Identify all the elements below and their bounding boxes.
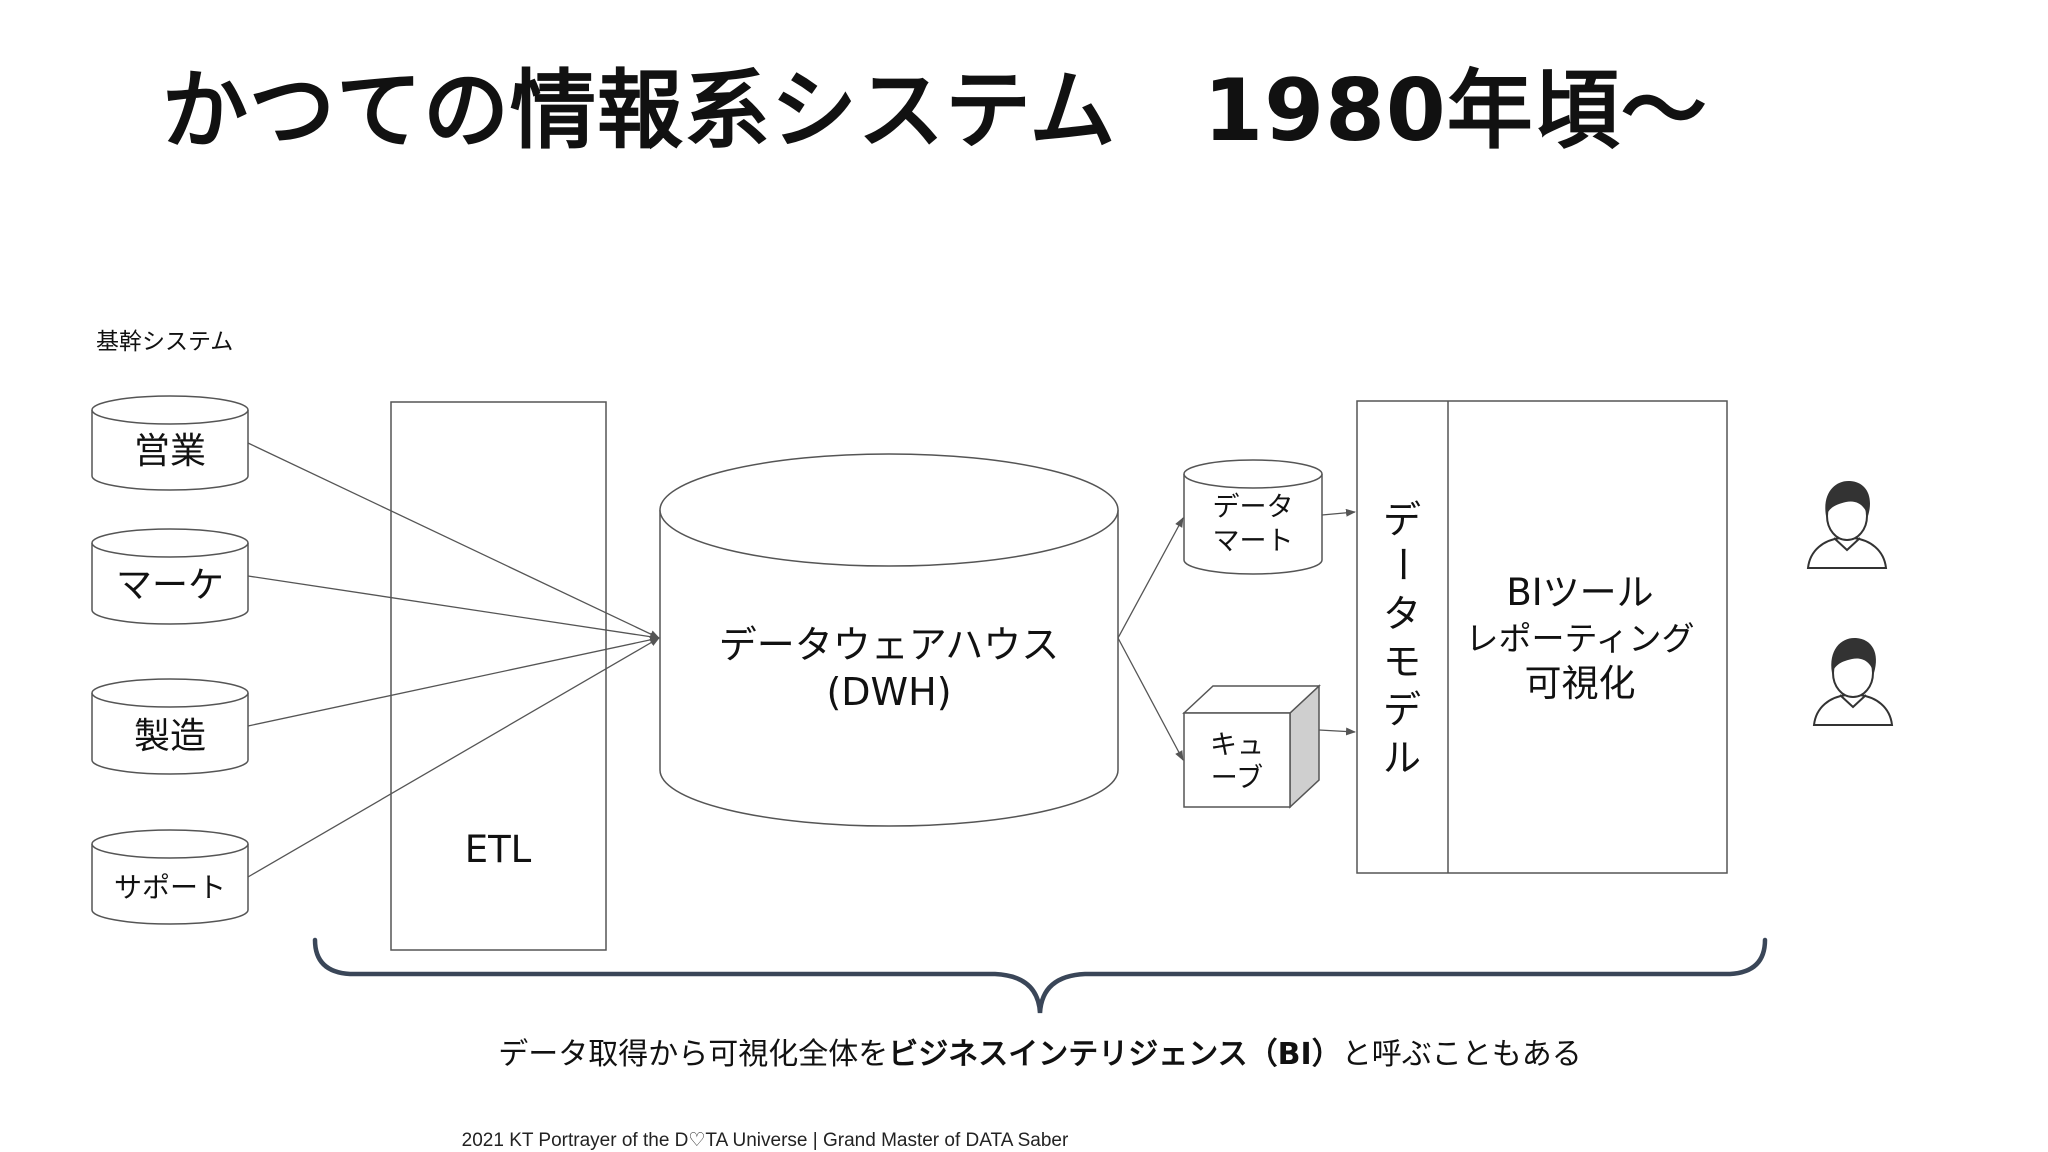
- core-system-label: 営業: [134, 431, 206, 472]
- core-systems-heading: 基幹システム: [96, 329, 233, 355]
- core-system-label: サポート: [114, 871, 226, 904]
- etl-label: ETL: [465, 828, 532, 871]
- etl-box: [390, 401, 607, 951]
- user-icon: [1806, 480, 1888, 569]
- dwh-label-line1: データウェアハウス: [719, 623, 1059, 667]
- arrow-dwh-to-datamart: [1117, 517, 1184, 639]
- core-system-label: 製造: [134, 716, 206, 757]
- datamodel-char: デ: [1383, 688, 1421, 732]
- bi-tool-line3: 可視化: [1525, 662, 1636, 705]
- arrow-dwh-to-cube: [1117, 637, 1184, 761]
- user-icon: [1812, 637, 1894, 726]
- arrow-cube-to-datamodel: [1318, 727, 1356, 736]
- bi-outer-box: [1356, 400, 1728, 874]
- datamart-cylinder: データ マート: [1183, 459, 1323, 575]
- bi-tool-line2: レポーティング: [1465, 619, 1694, 658]
- dwh-cylinder: データウェアハウス (DWH): [659, 453, 1119, 827]
- arrow-datamart-to-datamodel: [1321, 508, 1356, 517]
- arrow-sales-to-dwh: [247, 442, 660, 639]
- cube-shape: キュ ーブ: [1182, 684, 1321, 809]
- datamart-label-line2: マート: [1213, 526, 1294, 557]
- arrow-marketing-to-dwh: [247, 575, 660, 641]
- bi-caption-suffix: と呼ぶこともある: [1342, 1037, 1582, 1072]
- datamodel-char: デ: [1383, 498, 1421, 542]
- page-title: かつての情報系システム 1980年頃～: [162, 61, 1708, 161]
- datamodel-char: モ: [1383, 640, 1421, 684]
- dwh-label-line2: (DWH): [826, 670, 951, 714]
- footer-credit: 2021 KT Portrayer of the D♡TA Universe |…: [461, 1130, 1069, 1151]
- core-system-manufacturing: 製造: [91, 678, 249, 775]
- arrow-manufacturing-to-dwh: [247, 635, 660, 727]
- scope-bracket: [312, 937, 1768, 1014]
- core-system-label: マーケ: [116, 565, 224, 606]
- cube-label-line2: ーブ: [1211, 763, 1263, 794]
- core-system-marketing: マーケ: [91, 528, 249, 625]
- cube-label-line1: キュ: [1210, 730, 1264, 761]
- arrow-support-to-dwh: [247, 637, 660, 878]
- cube-front: [1183, 712, 1291, 808]
- datamodel-label: デ ー タ モ デ ル: [1380, 498, 1424, 780]
- core-system-sales: 営業: [91, 395, 249, 491]
- core-system-support: サポート: [91, 829, 249, 925]
- datamodel-char: ル: [1383, 736, 1421, 780]
- bi-tool-line1: BIツール: [1506, 571, 1653, 614]
- bi-caption: データ取得から可視化全体をビジネスインテリジェンス（BI）と呼ぶこともある: [498, 1037, 1581, 1072]
- datamart-label-line1: データ: [1213, 492, 1294, 523]
- ingest-arrows: [247, 442, 660, 878]
- datamodel-char: ー: [1380, 545, 1424, 583]
- bi-caption-prefix: データ取得から可視化全体を: [498, 1037, 888, 1072]
- bi-caption-bold: ビジネスインテリジェンス（BI）: [888, 1037, 1341, 1072]
- datamodel-char: タ: [1383, 592, 1421, 636]
